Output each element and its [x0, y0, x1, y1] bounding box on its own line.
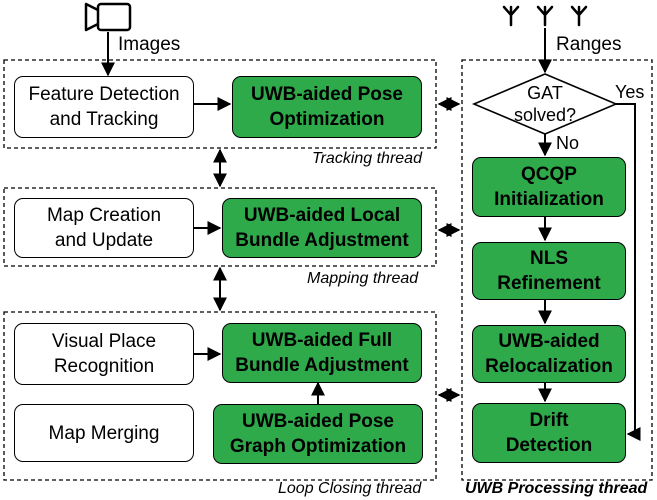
feature-detection-box: Feature Detection and Tracking — [14, 76, 194, 138]
qcqp-init-box: QCQP Initialization — [472, 157, 626, 217]
uwb-relocalization-box: UWB-aided Relocalization — [472, 325, 626, 383]
loop-closing-thread-container — [3, 311, 437, 481]
uwb-pose-graph-box: UWB-aided Pose Graph Optimization — [213, 404, 423, 464]
uwb-pose-optimization-box: UWB-aided Pose Optimization — [232, 76, 422, 138]
tracking-thread-label: Tracking thread — [312, 150, 422, 167]
drift-detection-box: Drift Detection — [472, 403, 626, 463]
decision-question: GAT solved? — [513, 83, 577, 125]
antenna-icon — [502, 5, 588, 27]
yes-label: Yes — [615, 82, 645, 102]
loop-closing-thread-label: Loop Closing thread — [278, 480, 422, 497]
visual-place-recognition-box: Visual Place Recognition — [14, 323, 194, 385]
uwb-processing-thread-container — [461, 59, 653, 481]
no-label: No — [556, 133, 580, 153]
uwb-processing-thread-label: UWB Processing thread — [465, 480, 648, 497]
tracking-thread-container — [3, 59, 437, 149]
mapping-thread-label: Mapping thread — [307, 270, 419, 287]
ranges-label: Ranges — [556, 34, 622, 55]
uwb-full-ba-box: UWB-aided Full Bundle Adjustment — [222, 323, 422, 383]
mapping-thread-container — [3, 187, 437, 267]
uwb-local-ba-box: UWB-aided Local Bundle Adjustment — [222, 198, 422, 258]
map-creation-box: Map Creation and Update — [14, 198, 194, 258]
images-label: Images — [118, 34, 181, 55]
map-merging-box: Map Merging — [14, 404, 194, 462]
nls-refinement-box: NLS Refinement — [472, 242, 626, 300]
video-camera-icon — [84, 2, 132, 32]
